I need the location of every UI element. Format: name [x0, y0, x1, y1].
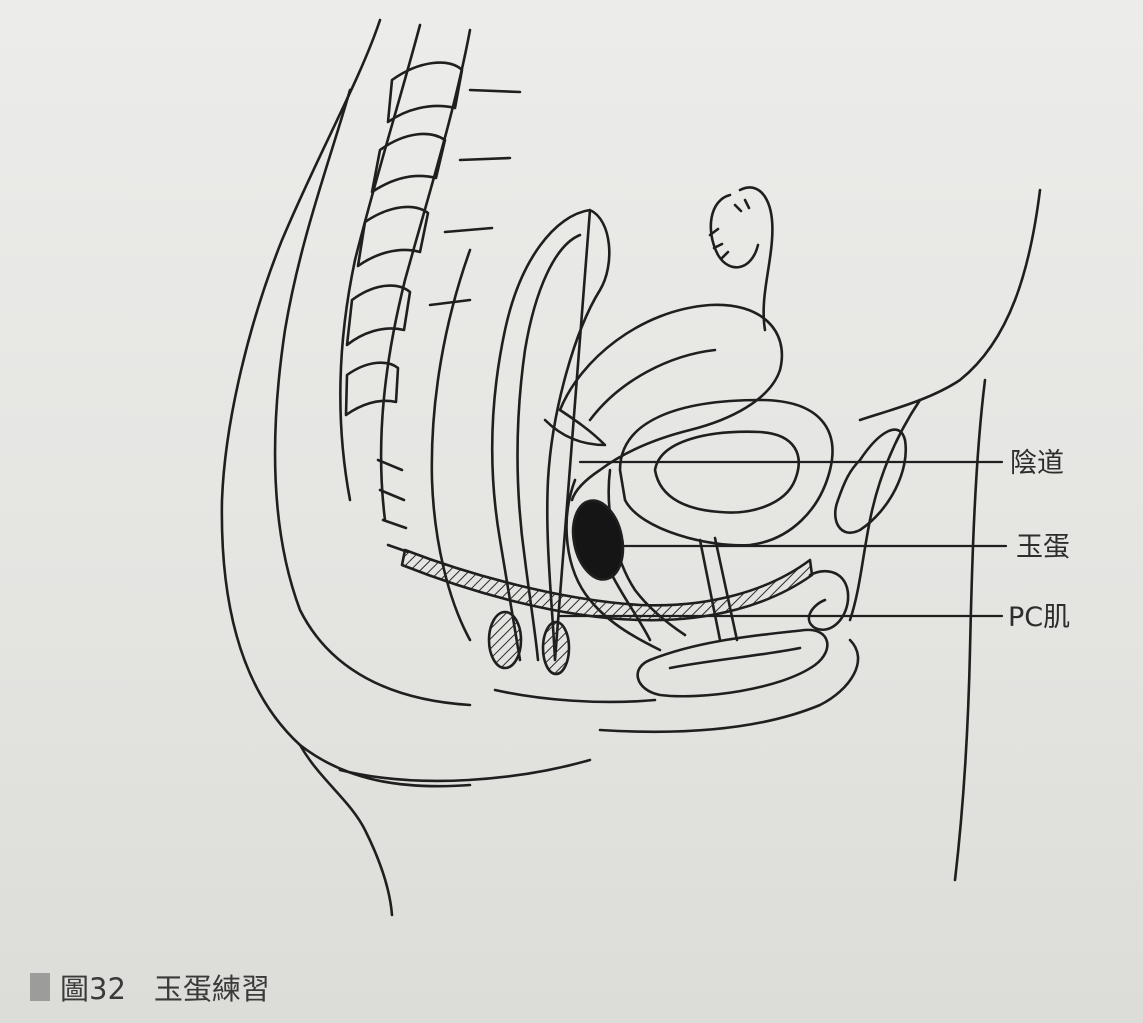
figure-title: 玉蛋練習 — [153, 972, 270, 1006]
abdomen-outline — [858, 188, 1042, 422]
buttock-outline — [298, 743, 394, 917]
vertebra-1 — [386, 61, 464, 124]
labia-shading — [668, 646, 802, 670]
sphincter-left — [487, 610, 523, 670]
label-jade-egg: 玉蛋 — [1016, 532, 1070, 563]
spine-back — [339, 23, 422, 502]
figure-number: 圖32 — [60, 972, 126, 1006]
perineum — [493, 638, 860, 734]
uterus-cavity — [588, 348, 717, 422]
coccyx-segments — [376, 458, 410, 554]
sphincter-right — [541, 620, 571, 676]
jade-egg — [571, 499, 625, 581]
vertebra-3 — [356, 205, 430, 268]
cervix — [543, 408, 607, 447]
fallopian-tube — [738, 186, 774, 332]
abdominal-wall — [848, 398, 922, 622]
uterus-outline — [558, 303, 784, 502]
labia — [636, 628, 829, 698]
bladder-inner — [653, 430, 800, 514]
urethra — [698, 536, 739, 642]
thigh-front — [953, 378, 987, 882]
anatomy-illustration — [220, 18, 1042, 917]
vertebra-2 — [370, 132, 447, 194]
vertebra-5 — [344, 361, 400, 417]
caption-marker — [30, 973, 50, 1001]
thigh-crease — [338, 758, 592, 783]
sacrum-curve — [430, 248, 472, 642]
pubic-bone — [833, 428, 908, 534]
label-vagina: 陰道 — [1010, 448, 1064, 479]
inner-body-outline — [273, 88, 472, 707]
figure-caption: 圖32 玉蛋練習 — [30, 966, 270, 1008]
bladder-outline — [618, 398, 834, 547]
fimbriae — [708, 198, 751, 260]
label-pc-muscle: PC肌 — [1008, 602, 1071, 633]
clitoris-hood — [807, 569, 850, 631]
back-outline — [220, 18, 472, 788]
vertebra-4 — [345, 284, 412, 347]
ovary — [709, 193, 760, 269]
spine-front — [379, 28, 472, 522]
disc-lines — [428, 88, 522, 307]
